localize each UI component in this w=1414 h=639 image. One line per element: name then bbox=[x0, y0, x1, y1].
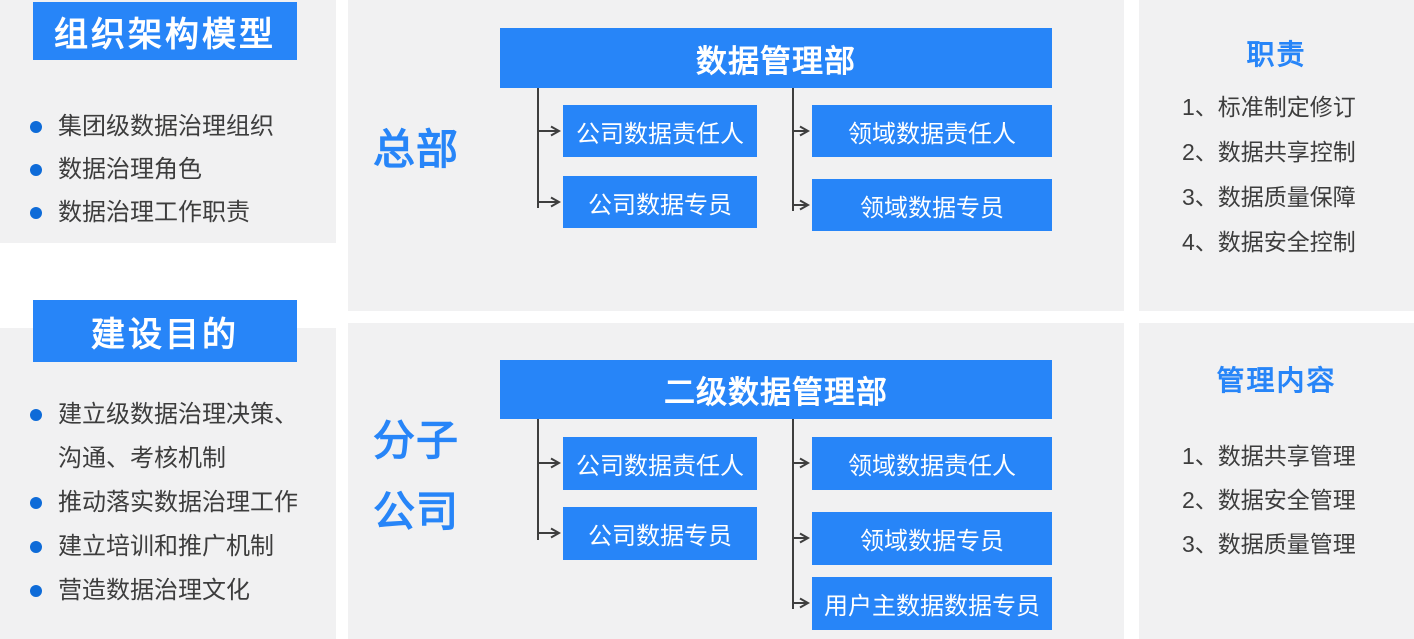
list-item: 推动落实数据治理工作 bbox=[30, 481, 314, 525]
org-node: 领域数据专员 bbox=[812, 179, 1052, 231]
list-item: 数据治理工作职责 bbox=[30, 191, 274, 234]
subsidiary-label-line: 公司 bbox=[373, 488, 460, 535]
list-item: 建立级数据治理决策、沟通、考核机制 bbox=[30, 393, 314, 481]
bullet-icon bbox=[30, 207, 42, 219]
org-node: 用户主数据数据专员 bbox=[812, 577, 1052, 630]
list-item: 建立培训和推广机制 bbox=[30, 525, 314, 569]
list-item-label: 推动落实数据治理工作 bbox=[58, 489, 298, 516]
list-item-label: 营造数据治理文化 bbox=[58, 577, 250, 604]
numbered-item: 2、数据共享控制 bbox=[1182, 139, 1356, 165]
list-item: 集团级数据治理组织 bbox=[30, 105, 274, 148]
duties-title: 职责 bbox=[1246, 39, 1307, 70]
duties-panel bbox=[1139, 0, 1414, 311]
subsidiary-label-line: 分子 bbox=[373, 417, 460, 464]
hq-root-node: 数据管理部 bbox=[500, 28, 1052, 88]
org-node: 公司数据专员 bbox=[563, 507, 757, 560]
bullet-icon bbox=[30, 541, 42, 553]
bullet-icon bbox=[30, 497, 42, 509]
org-node: 公司数据责任人 bbox=[563, 437, 757, 490]
numbered-item: 3、数据质量管理 bbox=[1182, 531, 1356, 557]
bullet-icon bbox=[30, 585, 42, 597]
model-title: 组织架构模型 bbox=[33, 2, 297, 60]
numbered-item: 2、数据安全管理 bbox=[1182, 487, 1356, 513]
purpose-panel bbox=[0, 328, 336, 639]
bullet-icon bbox=[30, 409, 42, 421]
bullet-icon bbox=[30, 164, 42, 176]
org-node: 领域数据责任人 bbox=[812, 105, 1052, 157]
hq-label: 总部 bbox=[373, 126, 460, 173]
model-list: 集团级数据治理组织 数据治理角色 数据治理工作职责 bbox=[30, 105, 274, 234]
numbered-item: 4、数据安全控制 bbox=[1182, 229, 1356, 255]
bullet-icon bbox=[30, 121, 42, 133]
list-item-label: 集团级数据治理组织 bbox=[58, 113, 274, 140]
list-item: 数据治理角色 bbox=[30, 148, 274, 191]
subsidiary-label: 分子 公司 bbox=[373, 405, 459, 547]
org-node: 公司数据责任人 bbox=[563, 105, 757, 157]
purpose-list: 建立级数据治理决策、沟通、考核机制 推动落实数据治理工作 建立培训和推广机制 营… bbox=[30, 393, 314, 613]
management-panel bbox=[1139, 323, 1414, 639]
numbered-item: 3、数据质量保障 bbox=[1182, 184, 1356, 210]
org-node: 领域数据专员 bbox=[812, 512, 1052, 565]
management-list: 1、数据共享管理 2、数据安全管理 3、数据质量管理 bbox=[1182, 434, 1356, 566]
org-node: 领域数据责任人 bbox=[812, 437, 1052, 490]
numbered-item: 1、数据共享管理 bbox=[1182, 443, 1356, 469]
numbered-item: 1、标准制定修订 bbox=[1182, 94, 1356, 120]
duties-list: 1、标准制定修订 2、数据共享控制 3、数据质量保障 4、数据安全控制 bbox=[1182, 85, 1356, 265]
org-node: 公司数据专员 bbox=[563, 176, 757, 228]
list-item-label: 数据治理工作职责 bbox=[58, 199, 250, 226]
list-item-label: 建立级数据治理决策、沟通、考核机制 bbox=[58, 401, 298, 472]
list-item-label: 建立培训和推广机制 bbox=[58, 533, 274, 560]
management-title: 管理内容 bbox=[1216, 365, 1337, 396]
list-item-label: 数据治理角色 bbox=[58, 156, 202, 183]
purpose-title: 建设目的 bbox=[33, 300, 297, 362]
list-item: 营造数据治理文化 bbox=[30, 569, 314, 613]
subsidiary-root-node: 二级数据管理部 bbox=[500, 360, 1052, 419]
